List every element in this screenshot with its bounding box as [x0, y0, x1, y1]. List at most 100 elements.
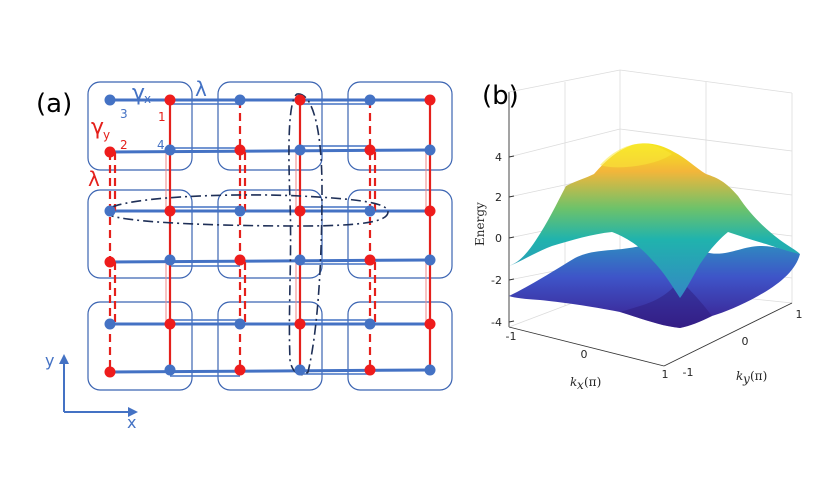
blue-site — [294, 144, 306, 156]
blue-site — [364, 205, 376, 217]
z-tick-mark — [508, 320, 515, 323]
red-site — [424, 94, 436, 106]
unit-cell-box — [217, 301, 323, 391]
upper-band-highlight — [600, 143, 672, 168]
ky-tick-label: 0 — [742, 335, 749, 348]
blue-site — [294, 254, 306, 266]
blue-site — [104, 205, 116, 217]
ky-ticks: -1 0 1 — [683, 308, 803, 379]
red-site — [164, 205, 176, 217]
vertical-red-bonds — [165, 100, 432, 370]
blue-site — [424, 364, 436, 376]
unit-cell-boxes — [87, 81, 453, 391]
lower-band-shadow — [620, 280, 712, 328]
lattice-diagram: γ x λ γ y λ 1 2 3 4 y x — [45, 77, 453, 432]
vertical-dashdot-loop — [288, 93, 323, 376]
vertical-dashed-bonds — [108, 100, 377, 372]
unit-cell-box — [217, 81, 323, 171]
red-site — [234, 364, 246, 376]
z-tick-mark — [508, 155, 515, 158]
ky-axis-line — [663, 302, 793, 367]
red-site — [424, 318, 436, 330]
red-site — [364, 144, 376, 156]
site-4-label: 4 — [157, 138, 165, 152]
blue-site — [234, 94, 246, 106]
kx-axis-label-unit: (π) — [584, 375, 601, 389]
dashdot-loops — [111, 93, 389, 376]
lambda-left-label: λ — [88, 167, 100, 191]
lambda-top-label: λ — [195, 77, 207, 101]
blue-site — [234, 318, 246, 330]
gamma-x-label: γ — [132, 81, 145, 106]
blue-site — [294, 364, 306, 376]
red-site — [104, 366, 116, 378]
z-tick-mark — [508, 195, 515, 198]
unit-cell-box — [217, 189, 323, 279]
ky-axis-label-unit: (π) — [750, 369, 767, 383]
panel-a-label: (a) — [36, 89, 72, 119]
red-site — [294, 205, 306, 217]
panel-b-label: (b) — [482, 81, 519, 111]
z-tick-label: -4 — [491, 316, 502, 329]
y-arrowhead — [59, 354, 69, 364]
unit-cell-box — [347, 301, 453, 391]
red-site — [104, 256, 116, 268]
site-2-label: 2 — [120, 138, 128, 152]
blue-site — [164, 364, 176, 376]
red-site — [424, 205, 436, 217]
blue-site — [234, 205, 246, 217]
energy-band-plot: 4 2 0 -2 -4 -1 0 1 -1 0 1 Energy k x (π)… — [473, 69, 803, 392]
red-site — [164, 94, 176, 106]
red-site — [364, 364, 376, 376]
gamma-y-label: γ — [91, 115, 104, 140]
wall-grid — [508, 128, 621, 158]
red-site — [234, 144, 246, 156]
z-tick-label: 0 — [495, 232, 502, 245]
horizontal-bond — [109, 368, 431, 374]
ky-tick-label: 1 — [796, 308, 803, 321]
ky-axis-label-main: k — [736, 369, 743, 383]
unit-cell-box — [87, 81, 193, 171]
back-right-top-edge — [619, 69, 793, 94]
blue-site — [364, 318, 376, 330]
gamma-x-subscript: x — [144, 92, 151, 106]
blue-site — [164, 144, 176, 156]
kx-ticks: -1 0 1 — [506, 330, 669, 381]
gamma-y-subscript: y — [103, 128, 110, 142]
y-axis-label: y — [45, 351, 54, 370]
blue-site — [424, 144, 436, 156]
z-tick-label: 2 — [495, 191, 502, 204]
back-left-top-edge — [508, 69, 621, 93]
red-site — [294, 94, 306, 106]
z-ticks: 4 2 0 -2 -4 — [491, 151, 515, 329]
site-1-label: 1 — [158, 110, 166, 124]
bond-labels: γ x λ γ y λ 1 2 3 4 — [88, 77, 207, 191]
kx-axis-line — [508, 326, 665, 367]
ky-axis-label-sub: y — [742, 372, 750, 386]
blue-site — [104, 318, 116, 330]
blue-site — [424, 254, 436, 266]
z-axis-label: Energy — [473, 202, 487, 246]
kx-axis-label-sub: x — [577, 378, 584, 392]
blue-site — [164, 254, 176, 266]
lattice-sites — [104, 94, 436, 378]
xy-axes: y x — [45, 351, 138, 432]
red-site — [234, 254, 246, 266]
red-site — [104, 146, 116, 158]
horizontal-bond — [109, 148, 431, 154]
horizontal-dashdot-loop — [111, 194, 389, 227]
horizontal-bond — [109, 258, 431, 264]
kx-axis-label-main: k — [570, 375, 577, 389]
z-tick-label: -2 — [491, 274, 502, 287]
site-3-label: 3 — [120, 107, 128, 121]
unit-cell-box — [347, 81, 453, 171]
axis-labels: Energy k x (π) k y (π) — [473, 202, 767, 392]
ky-tick-label: -1 — [683, 366, 694, 379]
blue-site — [104, 94, 116, 106]
upper-band-surface — [509, 143, 800, 298]
x-arrowhead — [128, 407, 138, 417]
x-axis-label: x — [127, 413, 136, 432]
lower-band-surface — [509, 243, 800, 328]
kx-tick-label: 1 — [662, 368, 669, 381]
